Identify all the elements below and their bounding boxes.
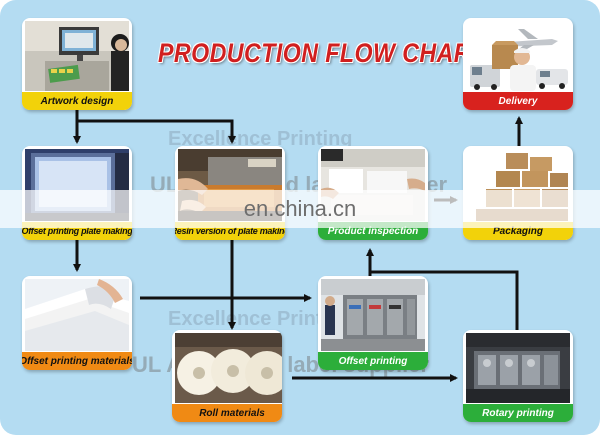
roll-materials-label: Roll materials xyxy=(172,404,282,422)
node-offset-printing-materials: Offset printing materials xyxy=(22,276,132,370)
node-artwork-design: Artwork design xyxy=(22,18,132,110)
delivery-label: Delivery xyxy=(463,92,573,110)
rotary-printing-label: Rotary printing xyxy=(463,404,573,422)
offset-materials-image xyxy=(25,279,129,351)
offset-printing-label: Offset printing xyxy=(318,352,428,370)
site-watermark: en.china.cn xyxy=(0,190,600,228)
node-delivery: Delivery xyxy=(463,18,573,110)
arrow-rotary-to-inspection xyxy=(370,270,519,330)
roll-materials-image xyxy=(175,333,282,403)
artwork-design-label: Artwork design xyxy=(22,92,132,110)
node-offset-printing: Offset printing xyxy=(318,276,428,370)
rotary-printing-image xyxy=(466,333,570,403)
node-rotary-printing: Rotary printing xyxy=(463,330,573,422)
offset-printing-image xyxy=(321,279,425,351)
node-roll-materials: Roll materials xyxy=(172,330,282,422)
delivery-image xyxy=(466,21,570,91)
arrow-artwork-to-resin-plate xyxy=(77,119,236,144)
offset-materials-label: Offset printing materials xyxy=(22,352,132,370)
artwork-design-image xyxy=(25,21,129,91)
